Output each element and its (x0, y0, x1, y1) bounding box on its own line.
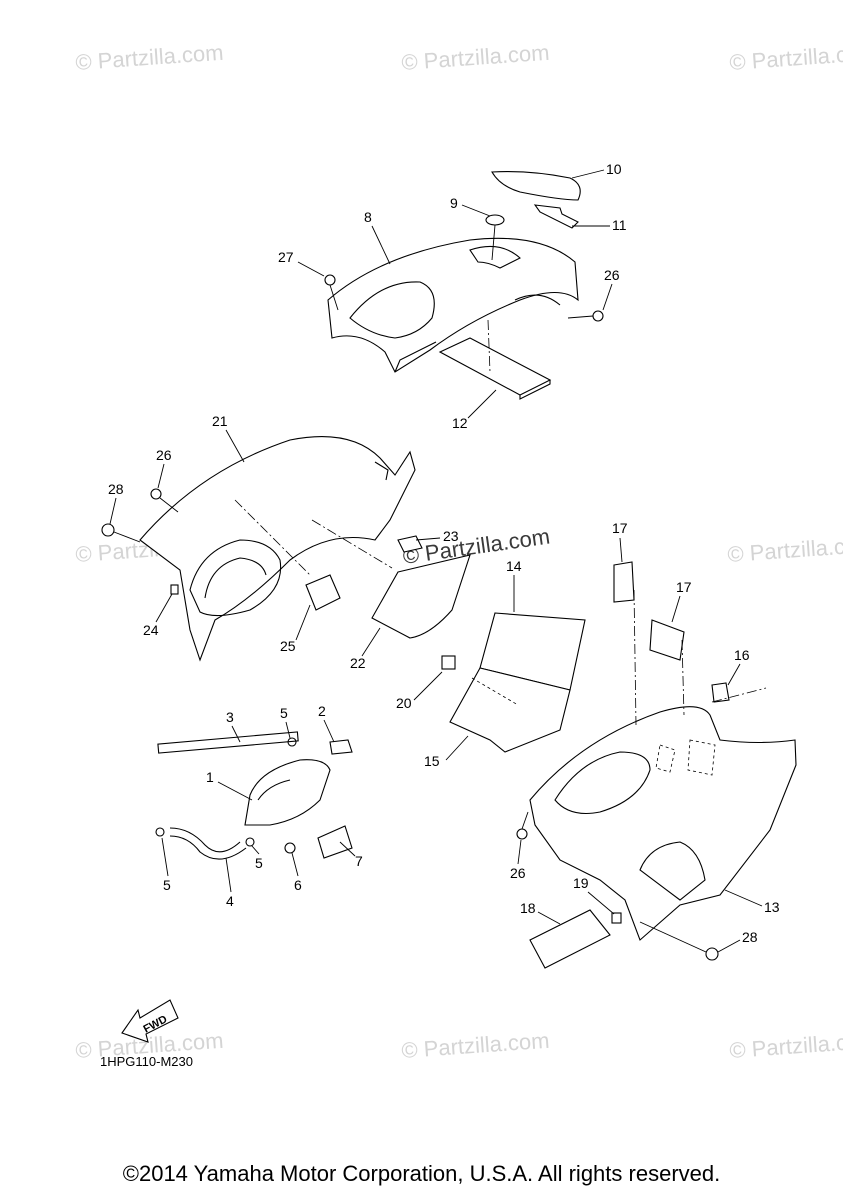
part-1-tank (244, 759, 331, 826)
part-12-mat (438, 337, 552, 396)
watermark: © Partzilla.com (729, 40, 843, 75)
callout: 26 (510, 865, 526, 881)
callout: 10 (606, 161, 622, 177)
callout: 12 (452, 415, 468, 431)
watermark: © Partzilla.com (401, 1028, 551, 1063)
part-6-bolt (284, 842, 296, 854)
part-28-bolt (101, 523, 141, 543)
callout: 6 (294, 877, 302, 893)
callout: 5 (280, 705, 288, 721)
part-13-side-cover (529, 706, 797, 941)
callout: 17 (612, 520, 628, 536)
part-24-clip (170, 584, 179, 595)
callout: 5 (163, 877, 171, 893)
watermark: © Partzilla.com (401, 40, 551, 75)
callout: 3 (226, 709, 234, 725)
part-17-pad (613, 561, 635, 603)
diagram-code: 1HPG110-M230 (100, 1054, 193, 1069)
part-19-clip (611, 912, 622, 924)
copyright: ©2014 Yamaha Motor Corporation, U.S.A. A… (122, 1161, 721, 1186)
part-25-pad (305, 574, 341, 611)
callout: 28 (742, 929, 758, 945)
callout: 24 (143, 622, 159, 638)
part-26-bolt (567, 310, 604, 322)
watermark: © Partzilla.com (727, 532, 843, 567)
part-26-bolt (516, 811, 529, 840)
callouts: 1 2 3 4 5 5 5 6 7 8 9 10 11 12 13 14 15 … (108, 161, 780, 953)
part-15-sheet (449, 667, 571, 753)
watermark-center: © Partzilla.com (401, 524, 551, 569)
part-2-cap (329, 739, 353, 755)
callout: 15 (424, 753, 440, 769)
part-10-cover (491, 171, 581, 201)
callout: 4 (226, 893, 234, 909)
callout: 18 (520, 900, 536, 916)
callout: 21 (212, 413, 228, 429)
callout: 22 (350, 655, 366, 671)
part-3-pipe (157, 731, 299, 754)
part-11-bracket (533, 204, 579, 229)
callout: 13 (764, 899, 780, 915)
watermark: © Partzilla.com (729, 1028, 843, 1063)
callout: 8 (364, 209, 372, 225)
callout: 25 (280, 638, 296, 654)
part-5-clamp (287, 737, 297, 747)
part-17-pad (649, 619, 685, 661)
callout: 17 (676, 579, 692, 595)
callout: 27 (278, 249, 294, 265)
part-5-clamp (155, 827, 165, 837)
callout: 26 (156, 447, 172, 463)
part-27-bolt (324, 274, 339, 311)
part-18-pad (529, 909, 611, 969)
part-9-grommet (485, 214, 505, 226)
part-8-rear-fender (327, 237, 579, 373)
part-26-bolt (150, 488, 179, 513)
callout: 5 (255, 855, 263, 871)
callout: 28 (108, 481, 124, 497)
part-21-side-cover (139, 436, 416, 662)
part-22-panel (371, 554, 471, 639)
callout: 9 (450, 195, 458, 211)
watermark: © Partzilla.com (75, 40, 225, 75)
callout: 11 (612, 217, 627, 233)
callout: 2 (318, 703, 326, 719)
callout: 23 (443, 528, 459, 544)
callout: 14 (506, 558, 522, 574)
part-4-hose (169, 827, 241, 853)
callout: 1 (206, 769, 214, 785)
part-28-bolt (639, 921, 719, 961)
part-5-clamp (245, 837, 255, 847)
part-16-pad (711, 682, 730, 703)
callout: 7 (355, 853, 363, 869)
callout: 20 (396, 695, 412, 711)
part-20-pad (441, 655, 456, 670)
callout: 19 (573, 875, 589, 891)
callout: 16 (734, 647, 750, 663)
callout: 26 (604, 267, 620, 283)
part-7-plate (317, 825, 353, 859)
